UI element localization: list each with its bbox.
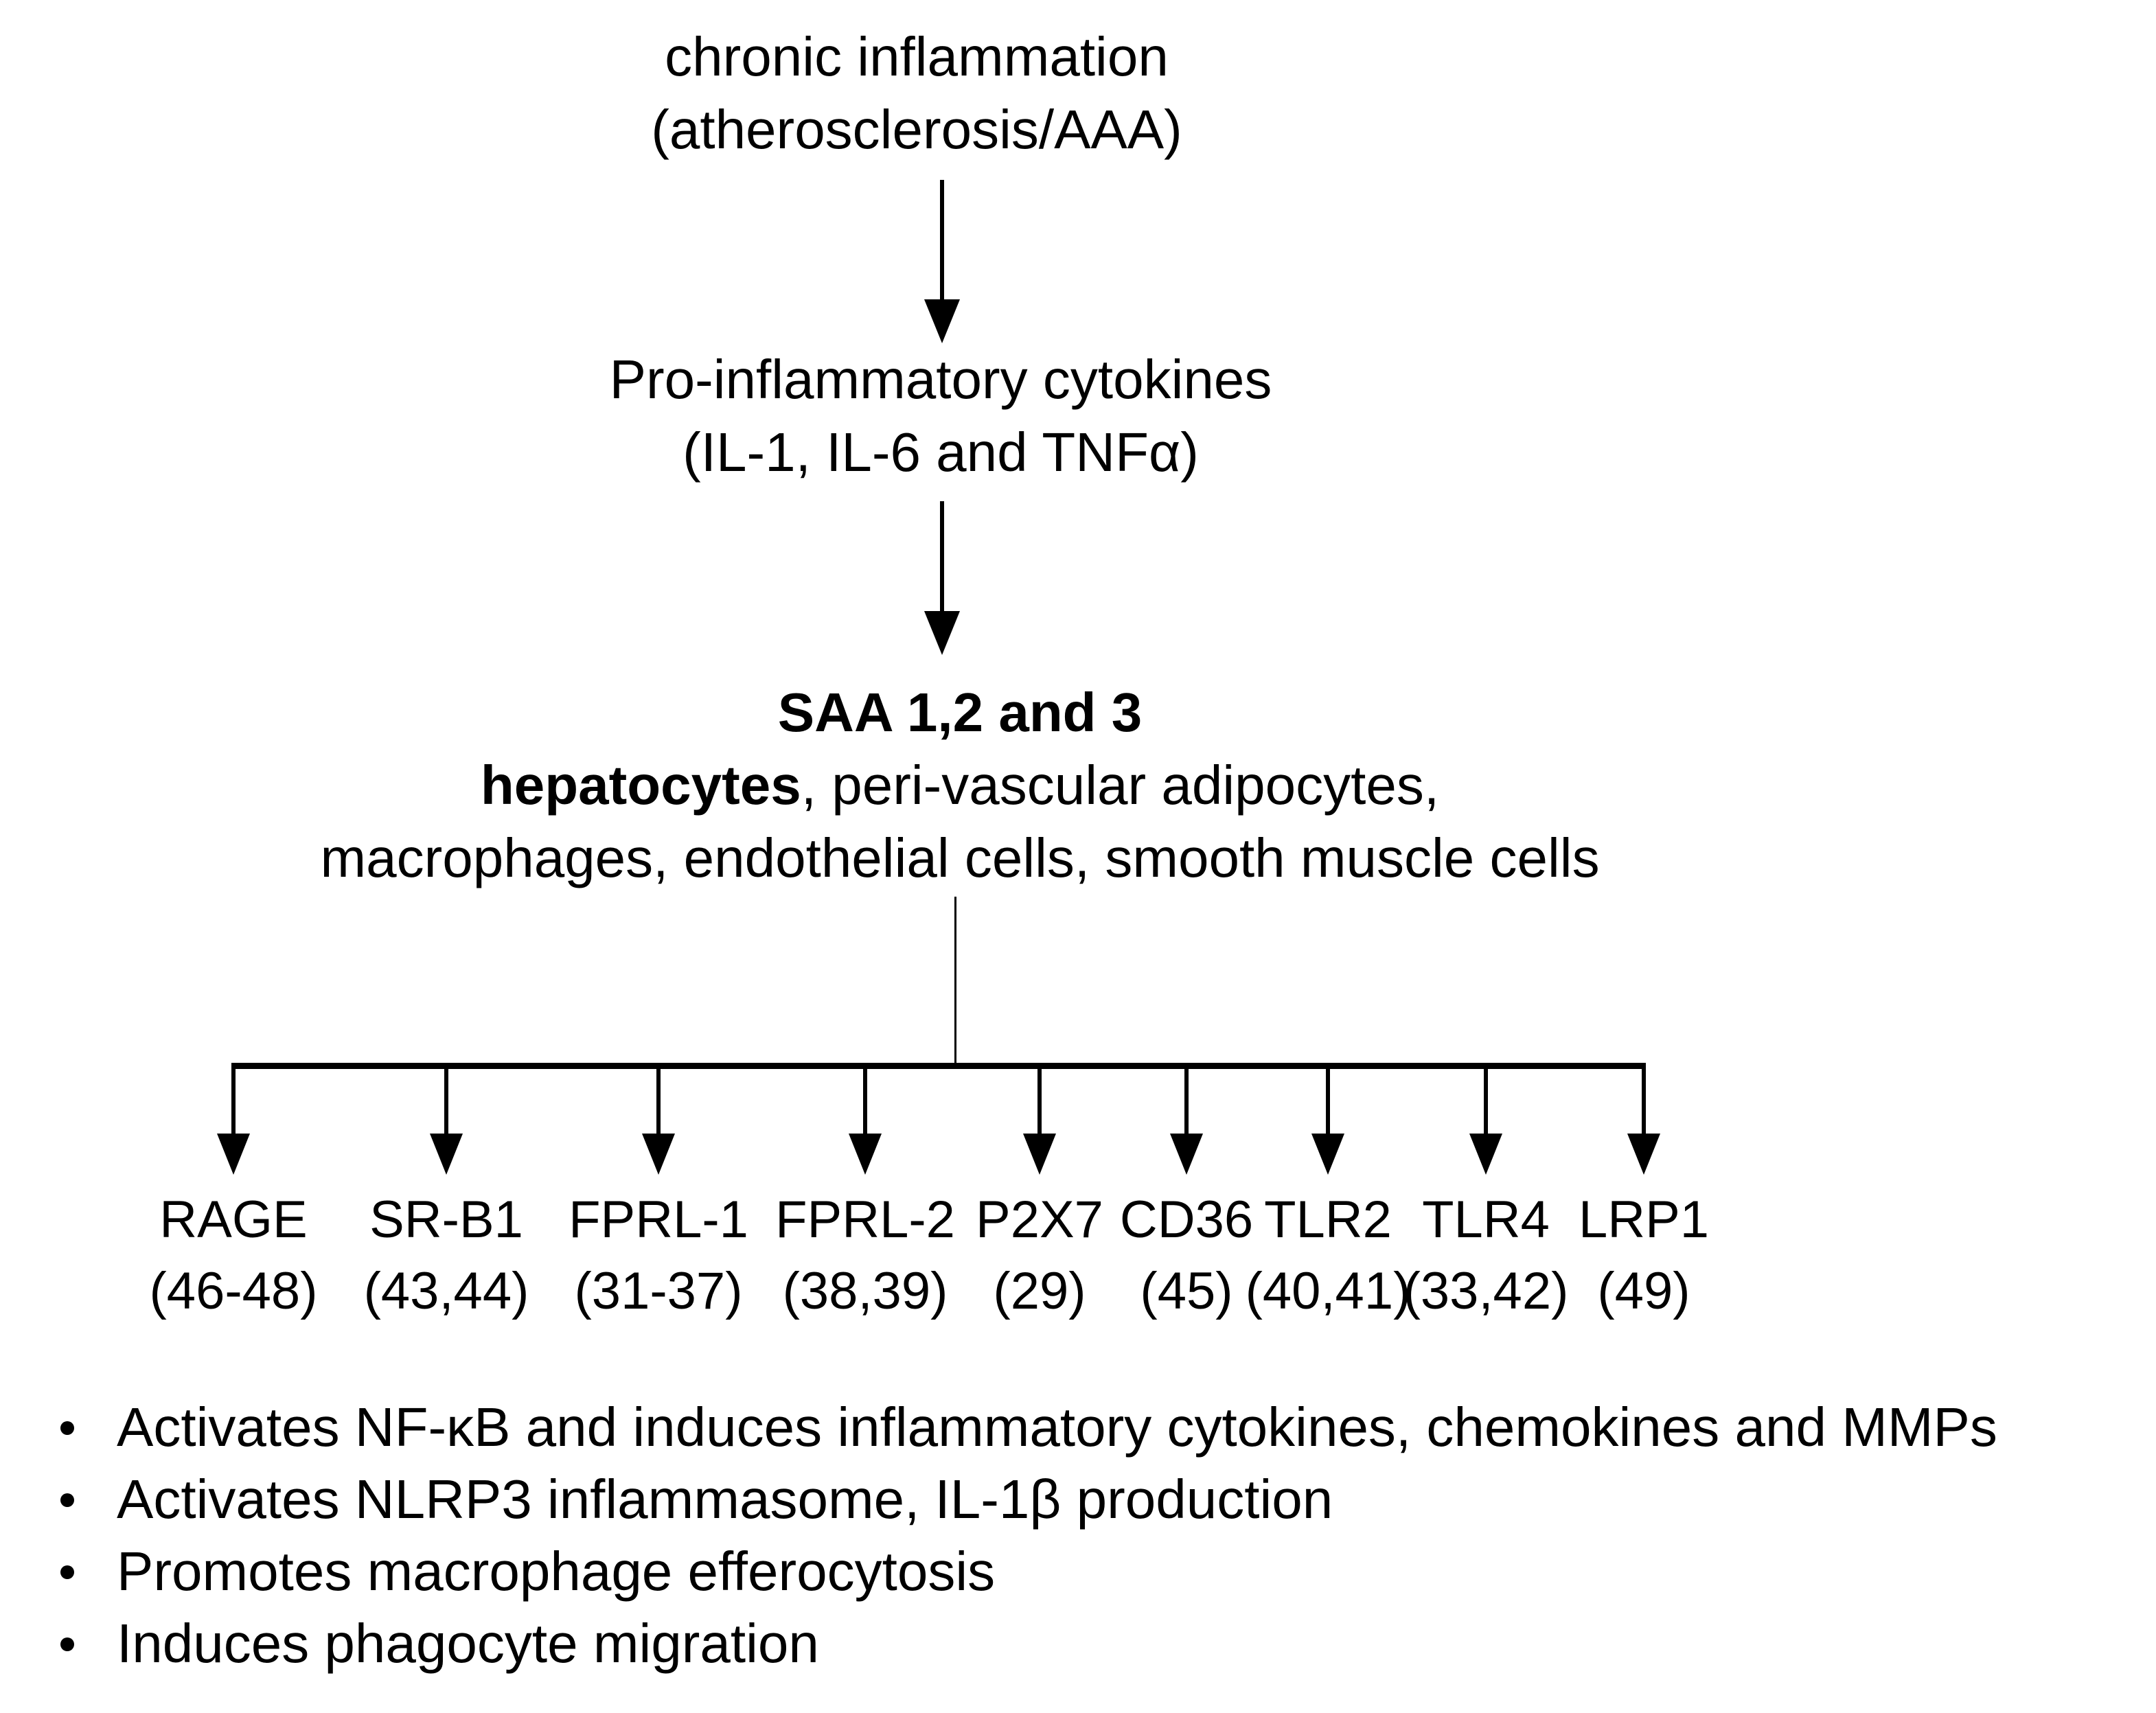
arrow-shaft (1326, 1066, 1330, 1135)
receptor-name: LRP1 (1578, 1191, 1710, 1249)
effect-text: Activates NF-κB and induces inflammatory… (117, 1396, 1997, 1458)
receptor-name: RAGE (159, 1191, 308, 1249)
arrow-shaft (1484, 1066, 1488, 1135)
arrow-shaft (1037, 1066, 1042, 1135)
receptor-name: SR-B1 (369, 1191, 523, 1249)
receptor-refs: (49) (1597, 1262, 1690, 1320)
arrow-shaft (231, 1066, 236, 1135)
bullet-icon (60, 1493, 74, 1507)
receptor-name: CD36 (1119, 1191, 1254, 1249)
receptor-refs: (45) (1140, 1262, 1233, 1320)
arrowhead-icon (1627, 1134, 1660, 1175)
receptor-refs: (46-48) (149, 1262, 318, 1320)
receptor-refs: (38,39) (782, 1262, 948, 1320)
arrow-shaft (863, 1066, 867, 1135)
arrowhead-icon (1469, 1134, 1502, 1175)
arrowhead-icon (1170, 1134, 1203, 1175)
node-chronic-inflammation: chronic inflammation (atherosclerosis/AA… (651, 21, 1182, 166)
node-saa-line2-rest: , peri-vascular adipocytes, (801, 755, 1440, 816)
arrow-shaft (656, 1066, 661, 1135)
arrow-shaft (940, 180, 944, 299)
bullet-icon (60, 1565, 74, 1579)
receptor-refs: (31-37) (574, 1262, 743, 1320)
arrow-shaft (1184, 1066, 1189, 1135)
distribution-bar (231, 1063, 1646, 1069)
arrowhead-icon (430, 1134, 463, 1175)
receptor-name: TLR4 (1422, 1191, 1550, 1249)
receptor-name: P2X7 (976, 1191, 1103, 1249)
node-chronic-line2: (atherosclerosis/AAA) (651, 99, 1182, 160)
receptor-refs: (43,44) (363, 1262, 529, 1320)
node-cytokines-line2: (IL-1, IL-6 and TNFα) (683, 422, 1199, 483)
connector-stem (954, 897, 956, 1067)
bullet-icon (60, 1637, 74, 1651)
node-saa: SAA 1,2 and 3 hepatocytes, peri-vascular… (320, 676, 1599, 895)
bullet-icon (60, 1421, 74, 1435)
node-proinflammatory-cytokines: Pro-inflammatory cytokines (IL-1, IL-6 a… (610, 343, 1272, 489)
arrowhead-icon (849, 1134, 882, 1175)
receptor-name: FPRL-1 (569, 1191, 748, 1249)
receptor-name: FPRL-2 (775, 1191, 955, 1249)
arrowhead-icon (1023, 1134, 1056, 1175)
arrowhead-icon (642, 1134, 675, 1175)
node-saa-line2: hepatocytes, peri-vascular adipocytes, (320, 749, 1599, 822)
receptor-refs: (40,41) (1245, 1262, 1411, 1320)
arrowhead-icon (924, 299, 960, 343)
arrowhead-icon (1311, 1134, 1344, 1175)
node-cytokines-line1: Pro-inflammatory cytokines (609, 349, 1272, 410)
node-saa-line1: SAA 1,2 and 3 (777, 682, 1143, 743)
receptor-refs: (29) (993, 1262, 1086, 1320)
node-saa-line2-bold: hepatocytes (480, 755, 801, 816)
arrow-shaft (940, 501, 944, 611)
effect-text: Promotes macrophage efferocytosis (117, 1541, 996, 1602)
arrowhead-icon (217, 1134, 250, 1175)
effect-text: Induces phagocyte migration (117, 1613, 819, 1674)
arrow-shaft (444, 1066, 448, 1135)
effect-text: Activates NLRP3 inflammasome, IL-1β prod… (117, 1469, 1333, 1530)
node-saa-line3: macrophages, endothelial cells, smooth m… (320, 827, 1600, 888)
node-chronic-line1: chronic inflammation (665, 26, 1169, 87)
arrow-shaft (1642, 1066, 1646, 1135)
receptor-refs: (33,42) (1403, 1262, 1569, 1320)
receptor-name: TLR2 (1264, 1191, 1392, 1249)
arrowhead-icon (924, 611, 960, 655)
